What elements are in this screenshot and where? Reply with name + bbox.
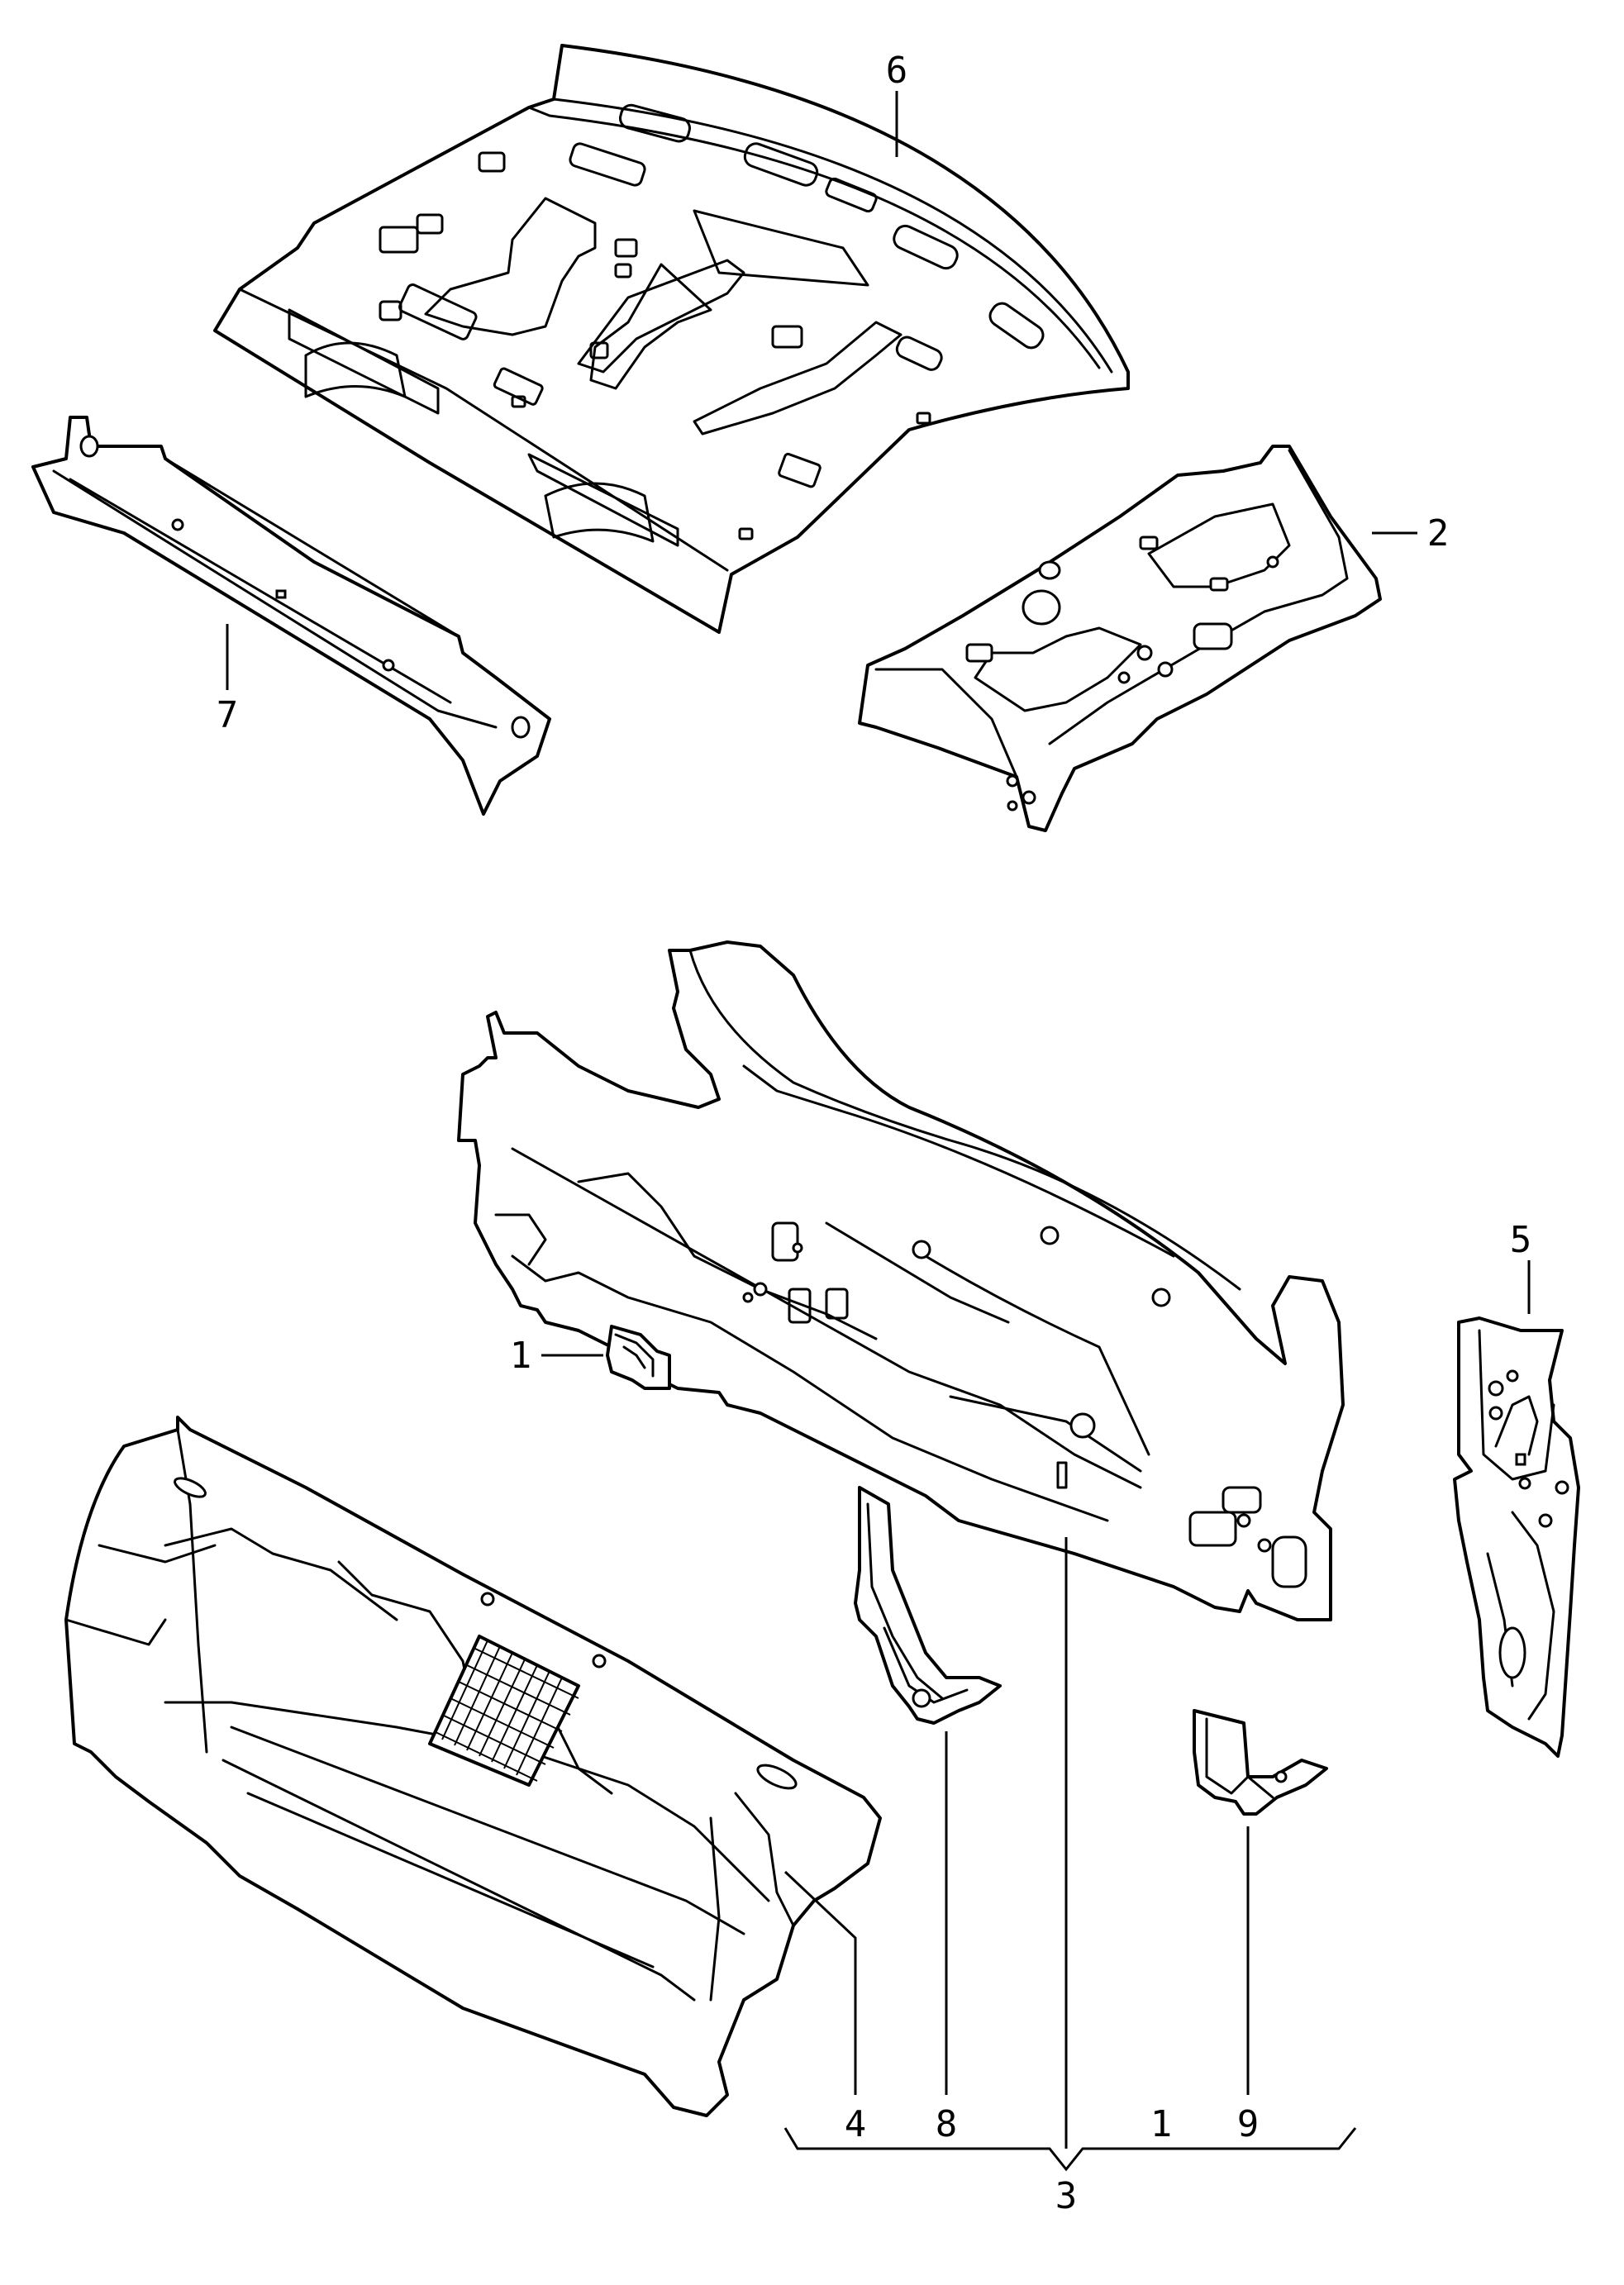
callout-1-bottom: 1: [1150, 2103, 1173, 2145]
part-9-bracket: [1193, 1709, 1328, 1816]
callout-2: 2: [1427, 512, 1450, 555]
mesh-pocket: [433, 1640, 579, 1782]
part-6-rear-shelf-panel: [213, 44, 1130, 634]
part-8-bracket: [854, 1486, 1002, 1725]
part-4-rear-trim-panel: [64, 1416, 882, 2117]
part-3-rear-panel: [457, 940, 1345, 1621]
part-1-clip: [606, 1325, 671, 1390]
callout-4: 4: [845, 2103, 867, 2145]
callout-8: 8: [936, 2103, 958, 2145]
callout-6: 6: [886, 50, 908, 92]
part-2-side-floor-section: [858, 445, 1382, 832]
callout-7: 7: [217, 694, 239, 736]
callout-5: 5: [1510, 1219, 1532, 1261]
callout-1-upper: 1: [510, 1335, 532, 1377]
leader-lines: [226, 91, 1531, 2172]
callout-labels: 6 2 7 1 5 4 8 1 9 3: [217, 50, 1532, 2217]
part-7-cross-member: [31, 416, 551, 816]
callout-3: 3: [1055, 2175, 1078, 2217]
callout-9: 9: [1237, 2103, 1260, 2145]
part-5-side-bracket-plate: [1453, 1316, 1580, 1758]
